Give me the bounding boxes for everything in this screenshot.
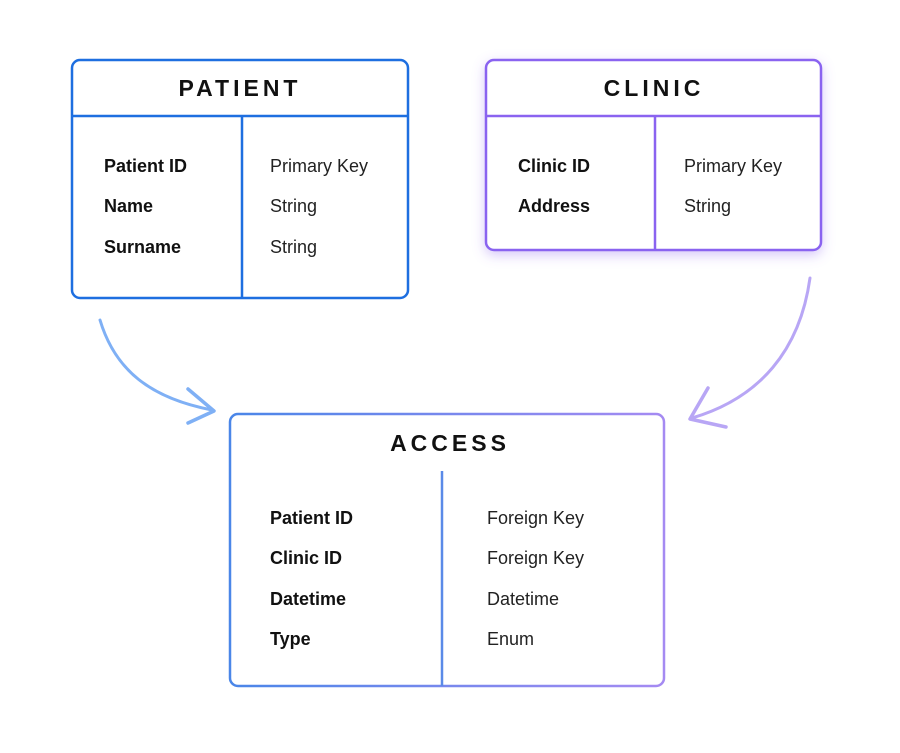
field-type: Primary Key xyxy=(684,156,782,176)
field-name: Surname xyxy=(104,237,181,257)
field-type: String xyxy=(270,237,317,257)
field-name: Address xyxy=(518,196,590,216)
field-type: Primary Key xyxy=(270,156,368,176)
field-type: String xyxy=(684,196,731,216)
field-name: Name xyxy=(104,196,153,216)
entity-patient: PATIENT Patient ID Primary Key Name Stri… xyxy=(70,58,410,300)
entity-clinic: CLINIC Clinic ID Primary Key Address Str… xyxy=(484,58,823,252)
field-name: Patient ID xyxy=(104,156,187,176)
field-type: Foreign Key xyxy=(487,548,584,568)
field-name: Patient ID xyxy=(270,508,353,528)
field-type: Datetime xyxy=(487,589,559,609)
entity-title: PATIENT xyxy=(179,75,302,101)
field-name: Clinic ID xyxy=(270,548,342,568)
field-type: Enum xyxy=(487,629,534,649)
field-type: Foreign Key xyxy=(487,508,584,528)
entity-access: ACCESS Patient ID Foreign Key Clinic ID … xyxy=(228,412,666,688)
arrow-patient-to-access xyxy=(98,318,216,425)
entity-title: CLINIC xyxy=(604,75,705,101)
field-name: Type xyxy=(270,629,311,649)
field-name: Datetime xyxy=(270,589,346,609)
entity-title: ACCESS xyxy=(390,430,510,456)
arrow-clinic-to-access xyxy=(688,276,812,429)
field-name: Clinic ID xyxy=(518,156,590,176)
field-type: String xyxy=(270,196,317,216)
